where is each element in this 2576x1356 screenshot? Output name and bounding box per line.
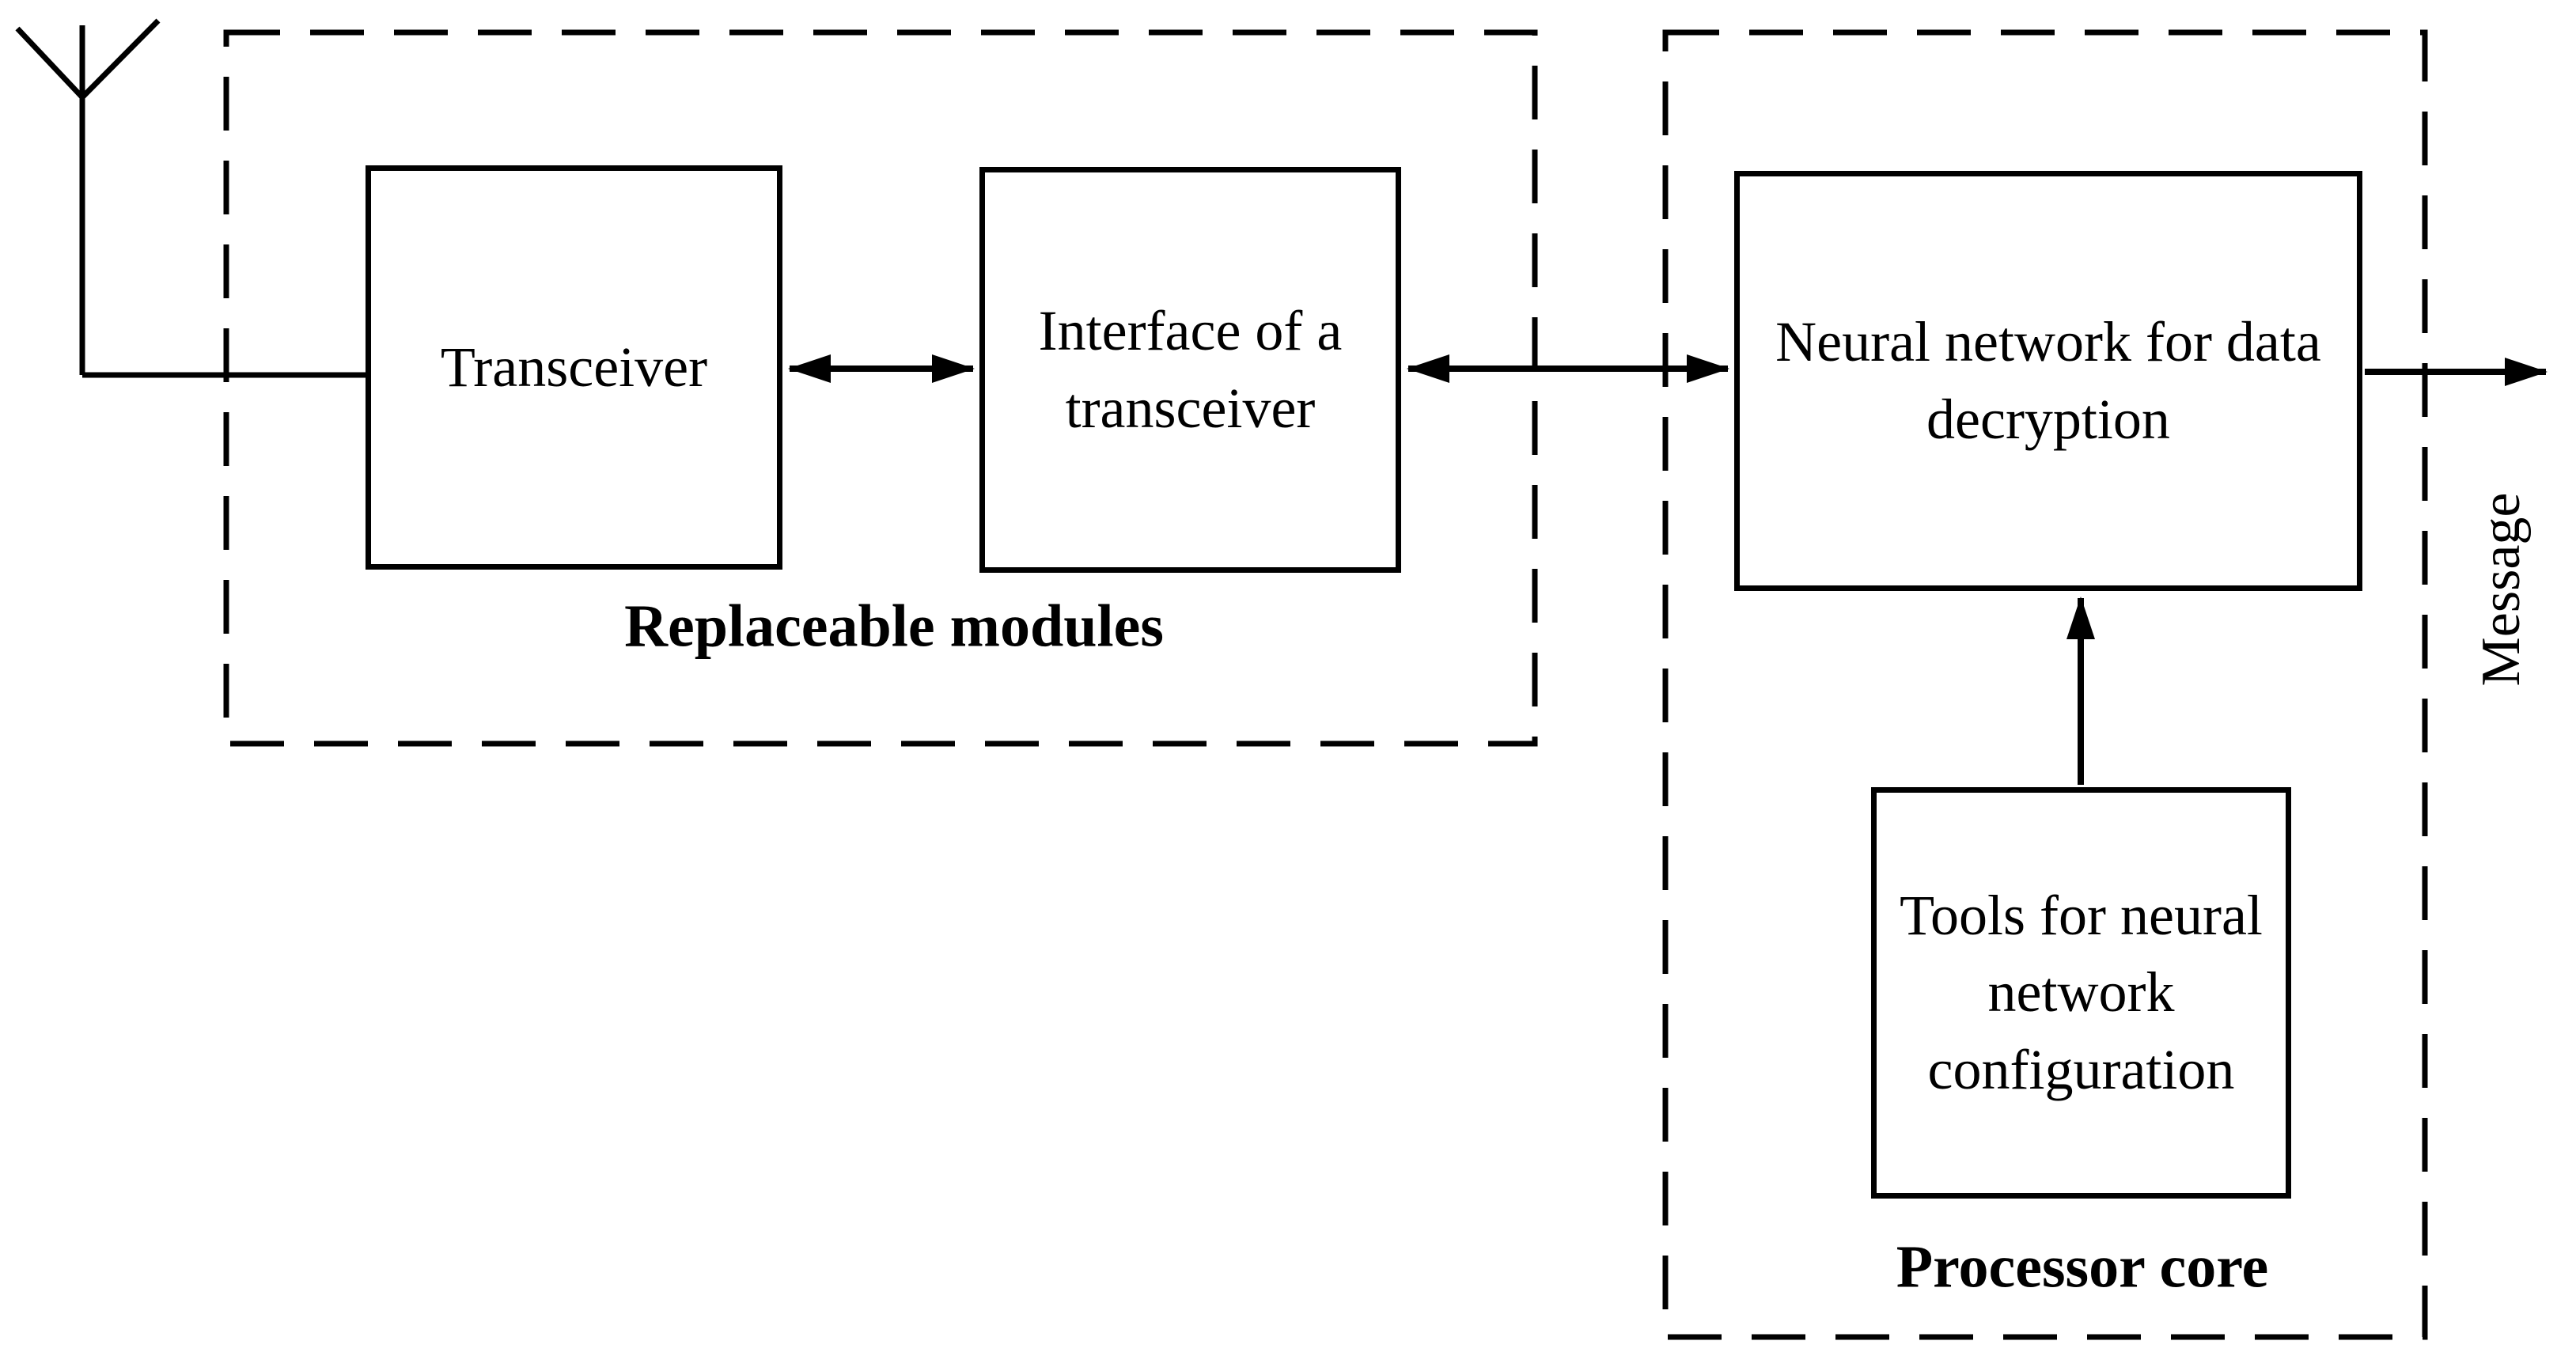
processor-core-dashed-box: [1662, 29, 2428, 1340]
transceiver-label: Transceiver: [440, 335, 708, 399]
processor-core-caption: Processor core: [1896, 1233, 2269, 1301]
tools-label: Tools for neural network configuration: [1900, 884, 2263, 1101]
tools-box: Tools for neural network configuration: [1871, 787, 2291, 1199]
message-output-label: Message: [2471, 492, 2532, 687]
neural-network-label: Neural network for data decryption: [1775, 310, 2321, 451]
replaceable-modules-caption: Replaceable modules: [624, 593, 1164, 660]
neural-network-box: Neural network for data decryption: [1734, 171, 2362, 591]
transceiver-box: Transceiver: [366, 165, 782, 570]
antenna-left-arm: [15, 26, 85, 100]
transceiver-interface-box: Interface of a transceiver: [979, 167, 1401, 573]
antenna-right-arm: [80, 18, 161, 100]
antenna-icon: [15, 18, 366, 378]
transceiver-interface-label: Interface of a transceiver: [1038, 299, 1343, 440]
